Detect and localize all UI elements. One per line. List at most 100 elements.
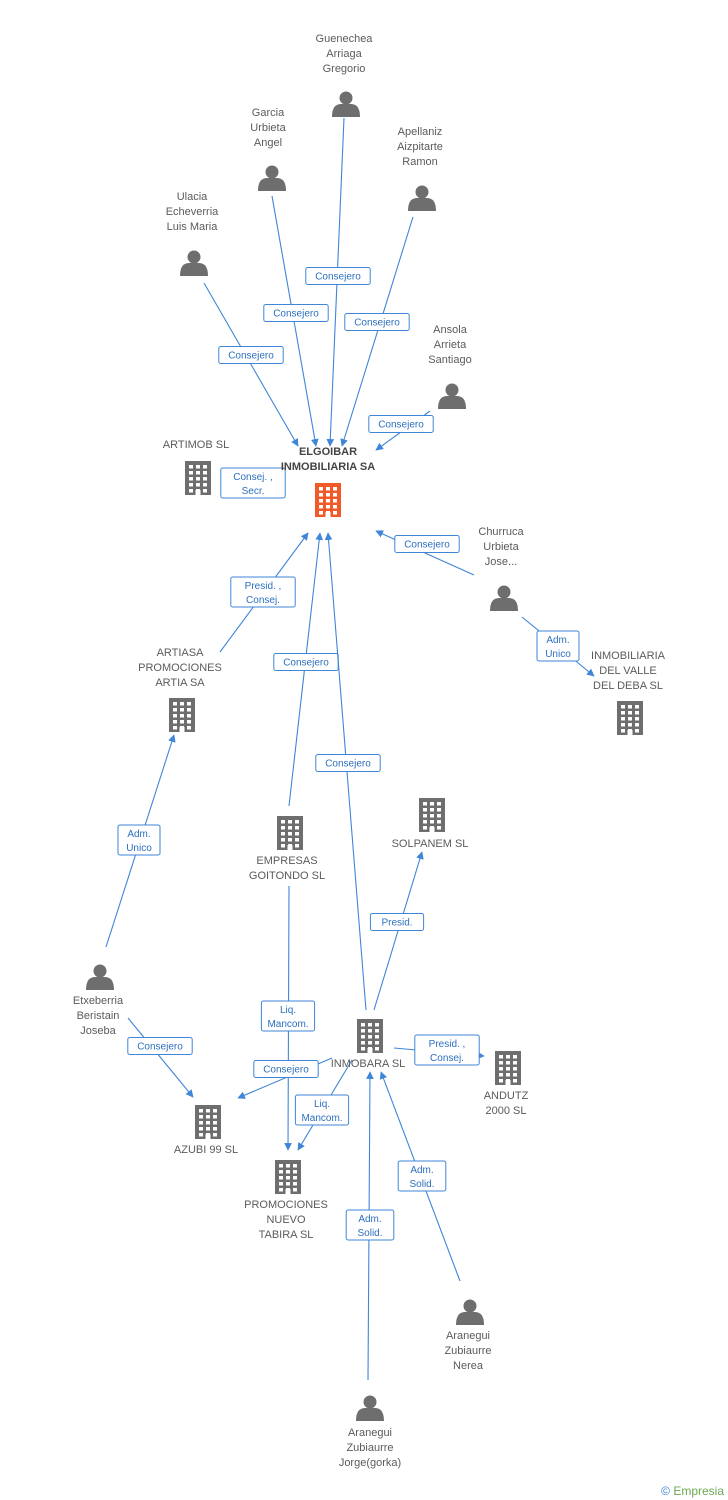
edge-ansola-elgoibar: Consejero [368, 410, 434, 451]
node-label: Aranegui [348, 1427, 392, 1439]
node-solpanem[interactable]: SOLPANEM SL [392, 798, 469, 850]
edge-label-text: Consejero [354, 318, 400, 329]
node-label: Apellaniz [398, 126, 443, 138]
node-label: Aizpitarte [397, 141, 443, 153]
edge-label-box[interactable] [536, 630, 580, 662]
edge-etxeberria-artiasa: Adm.Unico [105, 734, 176, 948]
edge-label-box[interactable] [127, 1037, 193, 1055]
node-label: INMOBARA SL [331, 1058, 406, 1070]
node-label: 2000 SL [486, 1105, 527, 1117]
edge-label-text: Adm. [410, 1165, 433, 1176]
edge-label-box[interactable] [394, 535, 460, 553]
edge-label-text: Consej. [430, 1053, 464, 1064]
edge-apellaniz-elgoibar: Consejero [340, 216, 414, 447]
node-label: Garcia [252, 107, 285, 119]
node-label: GOITONDO SL [249, 870, 325, 882]
edge-label-box[interactable] [253, 1060, 319, 1078]
edge-garcia-elgoibar: Consejero [263, 195, 329, 447]
edge-label-text: Adm. [358, 1214, 381, 1225]
edge-churruca-elgoibar: Consejero [375, 530, 475, 576]
building-icon [495, 1051, 521, 1085]
node-artimob[interactable]: ARTIMOB SL [163, 439, 229, 495]
edge-artimob-elgoibar: Consej. ,Secr. [220, 467, 286, 499]
building-icon [617, 701, 643, 735]
edge-label-text: Adm. [546, 635, 569, 646]
node-label: Etxeberria [73, 995, 124, 1007]
edge-label-text: Presid. , [245, 581, 282, 592]
node-azubi[interactable]: AZUBI 99 SL [174, 1105, 238, 1156]
node-label: Urbieta [483, 541, 519, 553]
edge-label-box[interactable] [414, 1034, 480, 1066]
node-label: NUEVO [266, 1214, 306, 1226]
node-churruca[interactable]: ChurrucaUrbietaJose... [478, 526, 524, 611]
edge-label-box[interactable] [294, 1094, 350, 1126]
edge-ulacia-elgoibar: Consejero [203, 282, 299, 447]
edge-label-text: Solid. [357, 1228, 382, 1239]
edge-label-text: Consej. [246, 595, 280, 606]
node-label: AZUBI 99 SL [174, 1144, 238, 1156]
edge-label-text: Consejero [404, 540, 450, 551]
edge-label-box[interactable] [315, 754, 381, 772]
edge-label-box[interactable] [344, 313, 410, 331]
edge-label-box[interactable] [230, 576, 296, 608]
edge-label-box[interactable] [369, 913, 425, 931]
node-label: SOLPANEM SL [392, 838, 469, 850]
edge-label-box[interactable] [263, 304, 329, 322]
person-icon [356, 1395, 384, 1421]
edge-label-box[interactable] [218, 346, 284, 364]
node-inmobara[interactable]: INMOBARA SL [331, 1019, 406, 1070]
node-label: Urbieta [250, 122, 286, 134]
empresia-logo: © Empresia [661, 1484, 724, 1498]
node-label: ARTIA SA [155, 677, 205, 689]
edge-label-box[interactable] [345, 1209, 395, 1241]
edge-label-text: Liq. [314, 1099, 330, 1110]
edge-goitondo-tabira: Liq.Mancom. [260, 885, 316, 1151]
edge-label-box[interactable] [305, 267, 371, 285]
edge-inmobara-solpanem: Presid. [369, 851, 425, 1011]
node-label: Ramon [402, 156, 437, 168]
node-label: ARTIMOB SL [163, 439, 229, 451]
edge-jorge-inmobara: Adm. Solid. [345, 1071, 395, 1381]
person-icon [86, 964, 114, 990]
node-label: Ansola [433, 324, 468, 336]
building-icon [195, 1105, 221, 1139]
edge-label-text: Adm. [127, 829, 150, 840]
edge-label-box[interactable] [368, 415, 434, 433]
edge-label-box[interactable] [397, 1160, 447, 1192]
node-label: Beristain [77, 1010, 120, 1022]
person-icon [332, 91, 360, 117]
node-label: DEL VALLE [599, 665, 656, 677]
edge-label-text: Secr. [242, 486, 265, 497]
building-icon [275, 1160, 301, 1194]
edge-label-text: Consejero [137, 1042, 183, 1053]
edge-label-text: Mancom. [301, 1113, 342, 1124]
building-icon [315, 483, 341, 517]
edge-label-text: Mancom. [267, 1019, 308, 1030]
edge-label-box[interactable] [260, 1000, 316, 1032]
edge-label-box[interactable] [117, 824, 161, 856]
edge-label-text: Consejero [273, 309, 319, 320]
edge-line [127, 1017, 194, 1098]
node-label: Jorge(gorka) [339, 1457, 401, 1469]
building-icon [277, 816, 303, 850]
node-label: INMOBILIARIA SA [281, 461, 375, 473]
edge-label-text: Consejero [283, 658, 329, 669]
edge-label-box[interactable] [220, 467, 286, 499]
node-label: Zubiaurre [346, 1442, 393, 1454]
node-label: Arriaga [326, 48, 362, 60]
node-label: PROMOCIONES [138, 662, 222, 674]
